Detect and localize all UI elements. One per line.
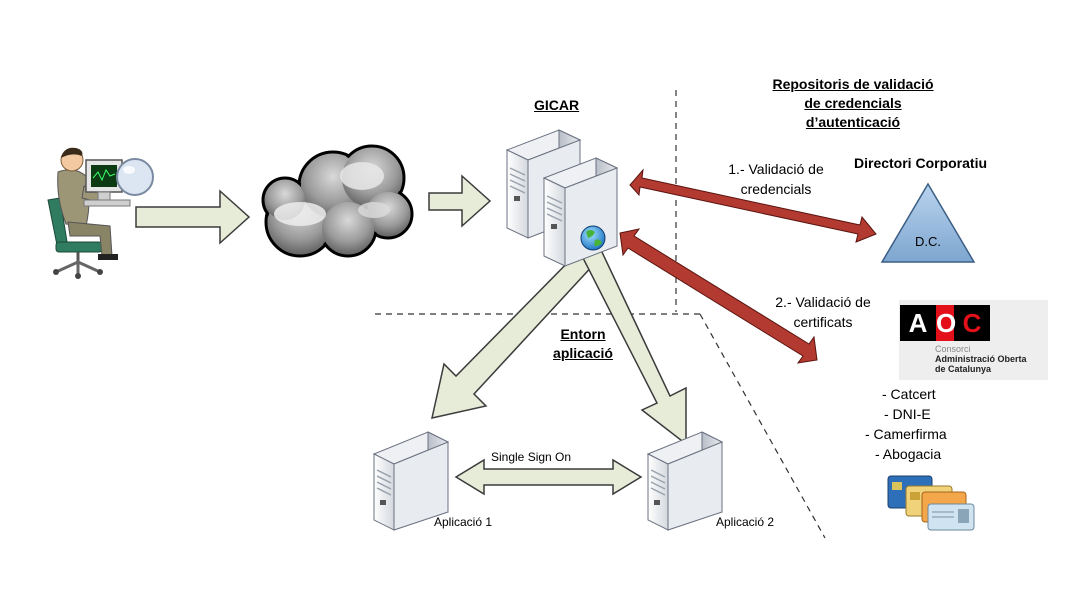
aoc-logo-letter-c: C xyxy=(962,308,982,338)
step2-label: 2.- Validació de certificats xyxy=(755,292,891,332)
step1-label-line2: credencials xyxy=(740,181,812,197)
aoc-logo-line3: de Catalunya xyxy=(935,364,992,374)
zone-separators xyxy=(375,90,826,539)
internet-cloud-icon xyxy=(261,144,414,258)
validation-arrow-certificats xyxy=(619,228,818,364)
certificate-list: - Catcert - DNI-E - Camerfirma - Abogaci… xyxy=(858,384,978,464)
step1-label-line1: 1.- Validació de xyxy=(728,161,824,177)
app2-server-icon xyxy=(646,431,724,531)
entorn-heading-line1: Entorn xyxy=(560,326,606,342)
process-arrows xyxy=(135,174,687,496)
server-front-icon xyxy=(542,157,619,267)
entorn-heading: Entorn aplicació xyxy=(538,325,628,363)
user-workstation-icon xyxy=(47,147,154,279)
certificate-item: - Camerfirma xyxy=(865,426,947,442)
validation-arrow-directori xyxy=(629,168,877,243)
dc-label: D.C. xyxy=(915,234,941,249)
aoc-logo-letter-a: A xyxy=(908,308,928,338)
certificate-item: - DNI-E xyxy=(884,406,931,422)
id-cards-icon xyxy=(887,475,975,531)
gicar-heading: GICAR xyxy=(534,97,580,113)
aoc-logo-letter-o: O xyxy=(936,308,957,338)
repositories-heading: Repositoris de validació de credencials … xyxy=(740,75,966,132)
step1-label: 1.- Validació de credencials xyxy=(712,159,840,199)
directori-heading: Directori Corporatiu xyxy=(854,155,988,171)
arrow-gicar-to-app1 xyxy=(431,246,598,419)
arrow-internet-to-gicar xyxy=(428,174,492,228)
repositories-heading-line3: d’autenticació xyxy=(805,114,901,130)
certificate-item: - Abogacia xyxy=(875,446,942,462)
app1-server-icon xyxy=(372,431,450,531)
app1-label: Aplicació 1 xyxy=(434,515,493,529)
step2-label-line1: 2.- Validació de xyxy=(775,294,871,310)
aoc-logo-line1: Consorci xyxy=(935,344,971,354)
arrow-gicar-to-app2 xyxy=(581,249,687,446)
app2-label: Aplicació 2 xyxy=(716,515,775,529)
sso-label: Single Sign On xyxy=(491,450,572,464)
arrow-user-to-internet xyxy=(135,189,251,245)
entorn-heading-line2: aplicació xyxy=(553,345,613,361)
certificate-item: - Catcert xyxy=(882,386,936,402)
aoc-logo-line2: Administració Oberta xyxy=(935,354,1027,364)
aoc-logo xyxy=(899,300,1048,380)
separator-diagonal xyxy=(699,313,826,539)
sso-double-arrow xyxy=(454,458,643,496)
validation-arrows xyxy=(619,168,877,364)
globe-icon xyxy=(580,225,606,251)
gicar-servers-icon xyxy=(505,129,619,267)
repositories-heading-line1: Repositoris de validació xyxy=(772,76,934,92)
directori-triangle-icon xyxy=(880,182,976,263)
repositories-heading-line2: de credencials xyxy=(804,95,902,111)
step2-label-line2: certificats xyxy=(793,314,853,330)
